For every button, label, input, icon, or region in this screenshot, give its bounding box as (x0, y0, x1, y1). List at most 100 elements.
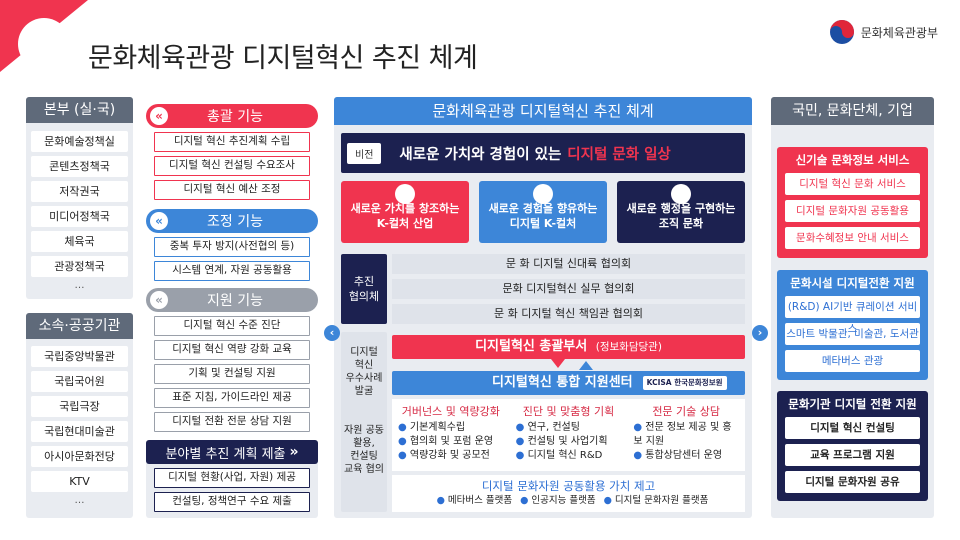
column-governance: 거버넌스 및 역량강화 ● 기본계획수립● 협의회 및 포럼 운영● 역량강화 … (392, 399, 510, 471)
logo-text: 문화체육관광부 (860, 25, 938, 40)
hq-title: 디지털혁신 총괄부서 (475, 339, 588, 354)
vision-highlight: 디지털 문화 일상 (567, 146, 671, 163)
corner-decoration (0, 0, 88, 72)
pillar-line2: 조직 문화 (658, 217, 704, 230)
coord-item: 시스템 연계, 자원 공동활용 (154, 261, 310, 281)
pillar-line2: 디지털 K-컬처 (509, 217, 577, 230)
right-group-2-title: 문화시설 디지털전환 지원 (790, 276, 915, 290)
platform-item: 인공지능 플랫폼 (531, 495, 596, 506)
list-item: 문화예술정책실 (31, 131, 128, 152)
right-item: (R&D) AI기반 큐레이션 서비스 (785, 296, 920, 335)
shared-value-box: 디지털 문화자원 공동활용 가치 제고 ●메타버스 플랫폼●인공지능 플랫폼●디… (392, 475, 745, 512)
center-columns: 거버넌스 및 역량강화 ● 기본계획수립● 협의회 및 포럼 운영● 역량강화 … (392, 399, 745, 471)
col3-title: 전문 기술 상담 (652, 405, 721, 418)
bullet-dot: ● (633, 450, 646, 461)
page-title: 문화체육관광 디지털혁신 추진 체계 (88, 43, 478, 74)
bullet-dot: ● (398, 436, 410, 447)
support-item: 기획 및 컨설팅 지원 (154, 364, 310, 384)
bullet-dot: ● (398, 422, 410, 433)
right-group-3-title: 문화기관 디지털 전환 지원 (788, 397, 917, 411)
support-item: 디지털 혁신 역량 강화 교육 (154, 340, 310, 360)
right-header: 국민, 문화단체, 기업 (771, 97, 934, 125)
bullet-text: 역량강화 및 공모전 (409, 450, 490, 461)
right-group-2: 문화시설 디지털전환 지원 (R&D) AI기반 큐레이션 서비스스마트 박물관… (777, 270, 928, 380)
list-item: 아시아문화전당 (31, 446, 128, 467)
kcisa-logo: KCISA 한국문화정보원 (642, 376, 727, 390)
bullet-text: 협의회 및 포럼 운영 (409, 436, 494, 447)
submit-label: 분야별 추진 계획 제출 (165, 446, 286, 462)
bullet-item: ● 디지털 혁신 R&D (516, 449, 622, 463)
ministry-logo: 문화체육관광부 (828, 18, 938, 46)
bullet-item: ● 협의회 및 포럼 운영 (398, 435, 504, 449)
bullet-text: 통합상담센터 운영 (645, 450, 723, 461)
vision-tag: 비전 (347, 142, 382, 164)
right-item: 문화수혜정보 안내 서비스 (785, 227, 920, 249)
side-labels: 디지털 혁신 우수사례 발굴 자원 공동 활용, 컨설팅 교육 협의 (341, 332, 387, 512)
list-item: 국립현대미술관 (31, 421, 128, 442)
submit-item: 디지털 현황(사업, 자원) 제공 (154, 468, 310, 488)
shared-value-title: 디지털 문화자원 공동활용 가치 제고 (481, 479, 656, 493)
submit-section-header: 분야별 추진 계획 제출 » (146, 440, 318, 464)
bullet-text: 디지털 혁신 R&D (527, 450, 603, 461)
list-item: 국립국어원 (31, 371, 128, 392)
council-row: 문 화 디지털 신대륙 협의회 (392, 254, 745, 274)
council-row: 문화 디지털혁신 실무 협의회 (392, 279, 745, 299)
next-arrow-icon[interactable]: › (752, 325, 768, 341)
support-center: 디지털혁신 통합 지원센터 KCISA 한국문화정보원 (392, 371, 745, 395)
col2-title: 진단 및 맞춤형 기획 (522, 405, 615, 418)
right-item: 메타버스 관광 (785, 350, 920, 372)
col1-title: 거버넌스 및 역량강화 (401, 405, 500, 418)
list-item: 콘텐츠정책국 (31, 156, 128, 177)
column-consulting: 전문 기술 상담 ● 전문 정보 제공 및 홍보 지원● 통합상담센터 운영 (627, 399, 745, 471)
bullet-text: 컨설팅 및 사업기획 (527, 436, 608, 447)
platform-item: 디지털 문화자원 플랫폼 (614, 495, 709, 506)
right-item: 스마트 박물관, 미술관, 도서관 (785, 323, 920, 345)
support-item: 디지털 혁신 수준 진단 (154, 316, 310, 336)
bullet-dot: ● (515, 450, 528, 461)
support-section-header: « 지원 기능 (146, 288, 318, 312)
general-item: 디지털 혁신 추진계획 수립 (154, 132, 310, 152)
bullet-item: ● 컨설팅 및 사업기획 (516, 435, 622, 449)
right-item: 디지털 혁신 컨설팅 (785, 417, 920, 439)
more-ellipsis: … (74, 495, 85, 506)
bullet-dot: ● (520, 495, 529, 506)
pillar-line1: 새로운 행정을 구현하는 (626, 202, 736, 215)
bullet-item: ● 역량강화 및 공모전 (398, 449, 504, 463)
pillar-line1: 새로운 경험을 향유하는 (488, 202, 598, 215)
general-item: 디지털 혁신 예산 조정 (154, 180, 310, 200)
list-item: 국립극장 (31, 396, 128, 417)
hq-sub: (정보화담당관) (595, 341, 662, 353)
bullet-text: 연구, 컨설팅 (527, 422, 580, 433)
right-group-1-title: 신기술 문화정보 서비스 (795, 153, 910, 167)
list-item: 저작권국 (31, 181, 128, 202)
agency-panel-header: 소속·공공기관 (26, 313, 133, 339)
prev-arrow-icon[interactable]: ‹ (324, 325, 340, 341)
support-item: 디지털 전환 전문 상담 지원 (154, 412, 310, 432)
coord-section: « 조정 기능 중복 투자 방지(사전협의 등)시스템 연계, 자원 공동활용 (146, 209, 318, 285)
side-label-cases: 디지털 혁신 우수사례 발굴 (345, 347, 383, 397)
taegeuk-icon (829, 20, 854, 44)
hq-panel-header: 본부 (실·국) (26, 97, 133, 123)
pillar-icon (671, 184, 691, 204)
list-item: KTV (31, 471, 128, 492)
support-item: 표준 지침, 가이드라인 제공 (154, 388, 310, 408)
bullet-dot: ● (603, 495, 612, 506)
list-item: 관광정책국 (31, 256, 128, 277)
vision-text: 새로운 가치와 경험이 있는 (399, 146, 562, 163)
platform-item: 메타버스 플랫폼 (447, 495, 513, 506)
submit-item: 컨설팅, 정책연구 수요 제출 (154, 492, 310, 512)
arrow-down-icon (551, 359, 565, 368)
more-ellipsis: … (74, 280, 85, 291)
bullet-text: 전문 정보 제공 및 홍보 지원 (633, 422, 732, 447)
council-label: 추진 협의체 (341, 254, 387, 324)
pillar-icon (395, 184, 415, 204)
bullet-item: ● 연구, 컨설팅 (516, 421, 622, 435)
pillar-line1: 새로운 가치를 창조하는 (350, 202, 460, 215)
